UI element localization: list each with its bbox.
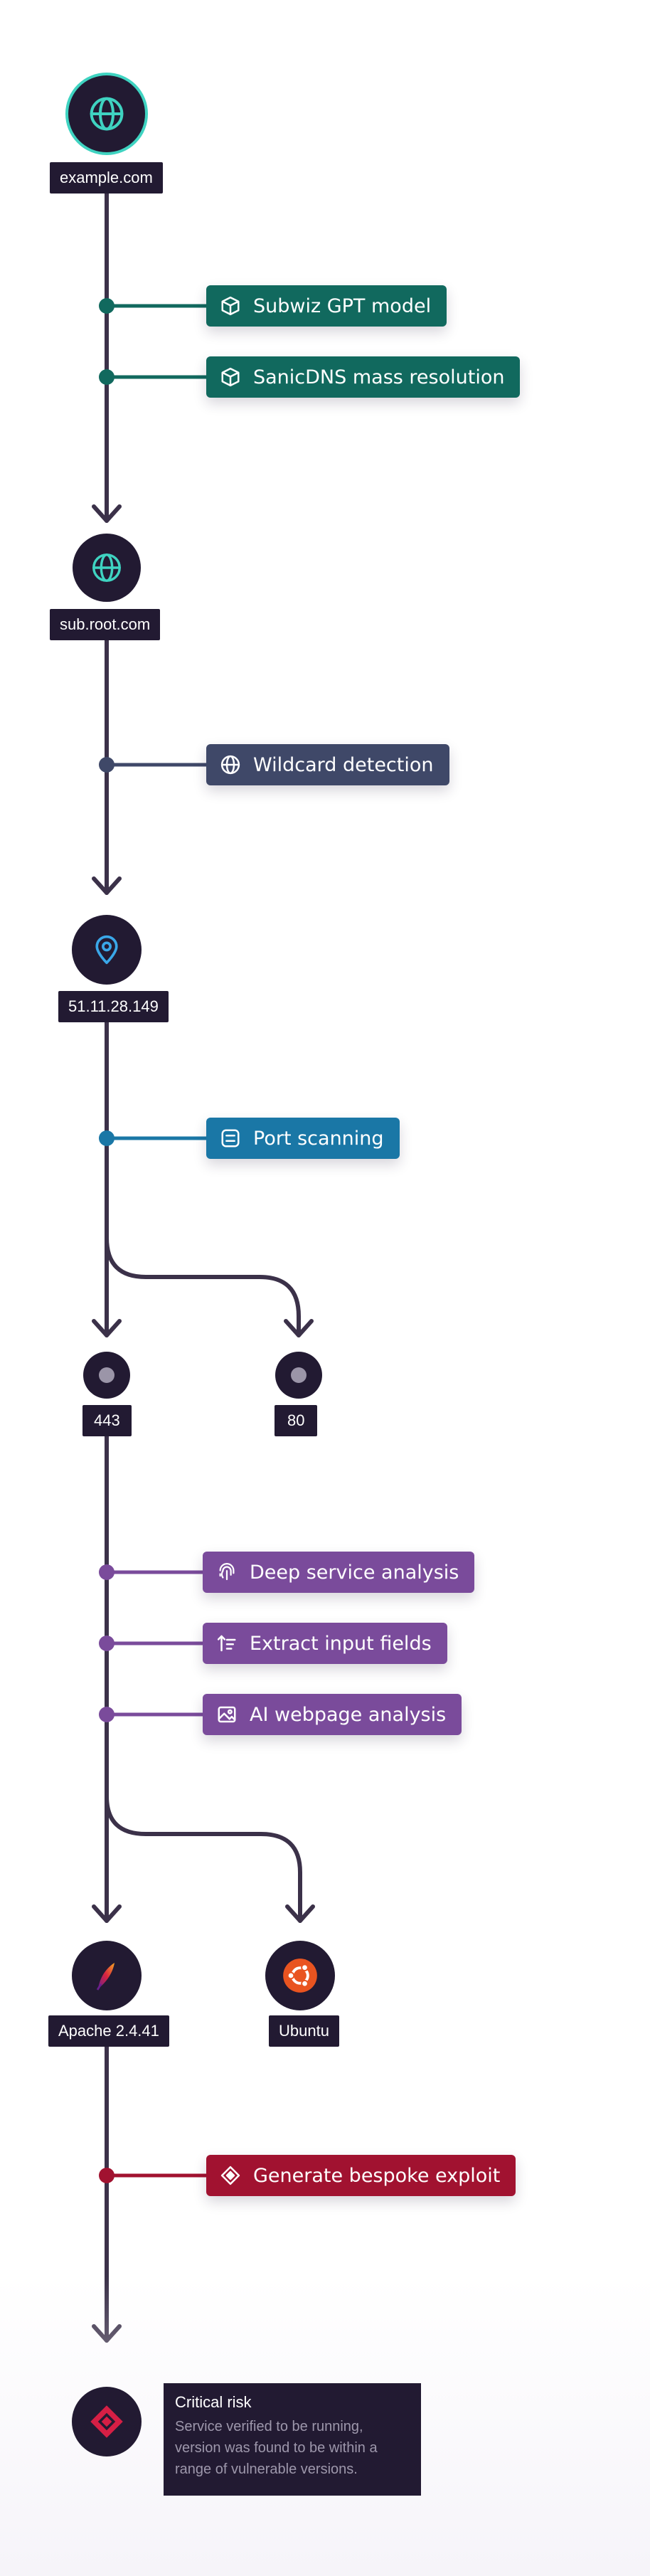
junction-ai-webpage bbox=[99, 1707, 114, 1722]
arrow-server bbox=[92, 1904, 122, 1923]
diamond-alert-icon bbox=[88, 2403, 125, 2440]
arrow-80 bbox=[284, 1319, 314, 1337]
globe-icon bbox=[219, 753, 242, 776]
arrow-443 bbox=[92, 1319, 122, 1337]
os-node bbox=[265, 1941, 335, 2010]
junction-extract-fields bbox=[99, 1636, 114, 1651]
list-icon bbox=[219, 1127, 242, 1150]
image-icon bbox=[215, 1703, 238, 1726]
fingerprint-icon bbox=[215, 1561, 238, 1584]
junction-port-scan bbox=[99, 1130, 114, 1146]
step-port-scan: Port scanning bbox=[206, 1118, 400, 1159]
server-label: Apache 2.4.41 bbox=[48, 2015, 169, 2047]
arrow-os bbox=[285, 1904, 315, 1923]
junction-sanicdns bbox=[99, 369, 114, 385]
arrow-subdomain bbox=[92, 504, 122, 523]
domain-label: example.com bbox=[50, 162, 163, 194]
subdomain-node bbox=[73, 534, 141, 602]
sort-icon bbox=[215, 1632, 238, 1655]
dot-icon bbox=[99, 1367, 114, 1383]
step-subwiz: Subwiz GPT model bbox=[206, 285, 447, 327]
risk-title: Critical risk bbox=[175, 2393, 252, 2411]
cube-icon bbox=[219, 295, 242, 317]
junction-deep-service bbox=[99, 1564, 114, 1580]
step-deep-service: Deep service analysis bbox=[203, 1552, 475, 1593]
port-443-label: 443 bbox=[82, 1405, 132, 1436]
server-node bbox=[72, 1941, 142, 2010]
port-443-node bbox=[83, 1352, 130, 1399]
map-pin-icon bbox=[91, 934, 122, 965]
ip-node bbox=[72, 915, 142, 985]
step-subwiz-label: Subwiz GPT model bbox=[253, 295, 432, 317]
step-exploit-label: Generate bespoke exploit bbox=[253, 2164, 501, 2187]
globe-icon bbox=[87, 95, 126, 133]
port-80-label: 80 bbox=[275, 1405, 318, 1436]
ip-label: 51.11.28.149 bbox=[58, 991, 169, 1022]
step-extract-fields: Extract input fields bbox=[203, 1623, 447, 1664]
connector-443-to-os bbox=[105, 1794, 302, 1923]
subdomain-label: sub.root.com bbox=[50, 609, 161, 640]
risk-description: Service verified to be running, version … bbox=[175, 2419, 378, 2477]
step-exploit: Generate bespoke exploit bbox=[206, 2155, 516, 2196]
ubuntu-icon bbox=[282, 1957, 319, 1994]
step-sanicdns-label: SanicDNS mass resolution bbox=[253, 366, 505, 388]
step-sanicdns: SanicDNS mass resolution bbox=[206, 356, 521, 398]
diamond-icon bbox=[219, 2164, 242, 2187]
step-port-scan-label: Port scanning bbox=[253, 1127, 384, 1150]
risk-card: Critical risk Service verified to be run… bbox=[164, 2383, 421, 2496]
port-80-node bbox=[275, 1352, 322, 1399]
risk-node bbox=[72, 2387, 142, 2456]
globe-icon bbox=[90, 551, 123, 584]
junction-subwiz bbox=[99, 298, 114, 314]
junction-wildcard bbox=[99, 757, 114, 773]
step-wildcard-label: Wildcard detection bbox=[253, 753, 434, 776]
junction-exploit bbox=[99, 2168, 114, 2183]
arrow-ip bbox=[92, 876, 122, 895]
step-extract-fields-label: Extract input fields bbox=[250, 1632, 432, 1655]
domain-node bbox=[65, 73, 148, 155]
step-ai-webpage: AI webpage analysis bbox=[203, 1694, 462, 1735]
cube-icon bbox=[219, 366, 242, 388]
feather-icon bbox=[90, 1958, 124, 1993]
step-wildcard: Wildcard detection bbox=[206, 744, 449, 785]
connector-ip-to-80 bbox=[105, 1236, 301, 1337]
os-label: Ubuntu bbox=[269, 2015, 339, 2047]
dot-icon bbox=[291, 1367, 307, 1383]
step-ai-webpage-label: AI webpage analysis bbox=[250, 1703, 447, 1726]
step-deep-service-label: Deep service analysis bbox=[250, 1561, 459, 1584]
